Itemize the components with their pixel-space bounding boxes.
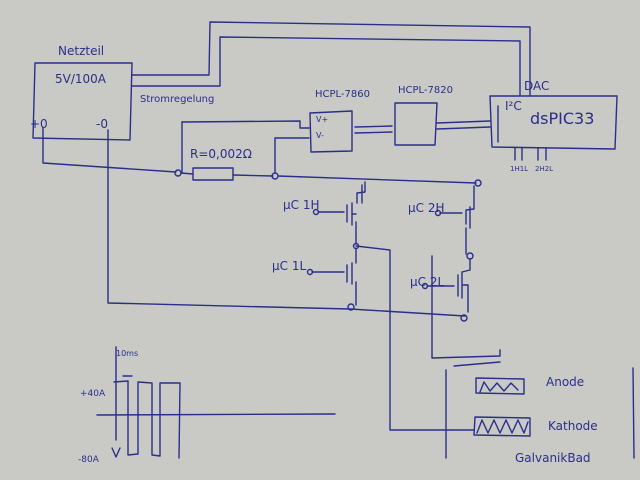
- gate-2h-label: μC 2H: [408, 201, 445, 215]
- dspic-label: dsPIC33: [530, 109, 595, 128]
- opto-link: [354, 125, 393, 134]
- sense-plus-wire: [181, 120, 310, 129]
- anode-label: Anode: [546, 375, 585, 389]
- shunt-label: R=0,002Ω: [190, 147, 252, 161]
- pulse-period-label: 10ms: [116, 349, 139, 358]
- pin-1h1l-label: 1H1L: [510, 165, 529, 173]
- pic-pins: [514, 147, 547, 161]
- minus-terminal: -0: [96, 117, 108, 131]
- gate-1l-label: μC 1L: [272, 259, 307, 273]
- opto-pic-link: [436, 120, 491, 130]
- opto1-vminus: V-: [316, 131, 324, 140]
- pin-2h2l-label: 2H2L: [535, 165, 554, 173]
- current-control-label: Stromregelung: [140, 94, 215, 105]
- bridge-right: [421, 185, 501, 359]
- sense-minus-wire: [274, 137, 310, 174]
- supply-rating: 5V/100A: [55, 72, 106, 86]
- dspic-box: [489, 95, 618, 150]
- gate-1h-label: μC 1H: [283, 198, 320, 212]
- plus-terminal: +0: [30, 117, 48, 131]
- opto2-box: [394, 102, 438, 146]
- pulse-minus-label: -80A: [78, 455, 99, 465]
- opto2-label: HCPL-7820: [398, 85, 453, 96]
- gate-2l-label: μC 2L: [410, 275, 445, 289]
- opto1-box: [309, 110, 353, 153]
- opto1-vplus: V+: [316, 115, 329, 124]
- dac-wires: [131, 21, 531, 96]
- plus-bus: [42, 127, 177, 173]
- cathode-label: Kathode: [548, 419, 598, 433]
- bridge-left: [306, 181, 453, 431]
- opto1-label: HCPL-7860: [315, 89, 370, 100]
- pulse-waveform: [96, 346, 336, 459]
- power-supply-title: Netzteil: [58, 44, 105, 58]
- anode-electrode: [475, 377, 525, 395]
- bath-label: GalvanikBad: [515, 451, 591, 465]
- minus-bus: [107, 129, 466, 317]
- power-supply-box: [32, 62, 133, 141]
- galvanic-bath: [445, 361, 635, 459]
- pulse-plus-label: +40A: [80, 389, 106, 399]
- cathode-electrode: [451, 416, 531, 437]
- i2c-label: I²C: [505, 99, 522, 113]
- dac-label: DAC: [524, 79, 550, 93]
- shunt-resistor: [174, 167, 482, 187]
